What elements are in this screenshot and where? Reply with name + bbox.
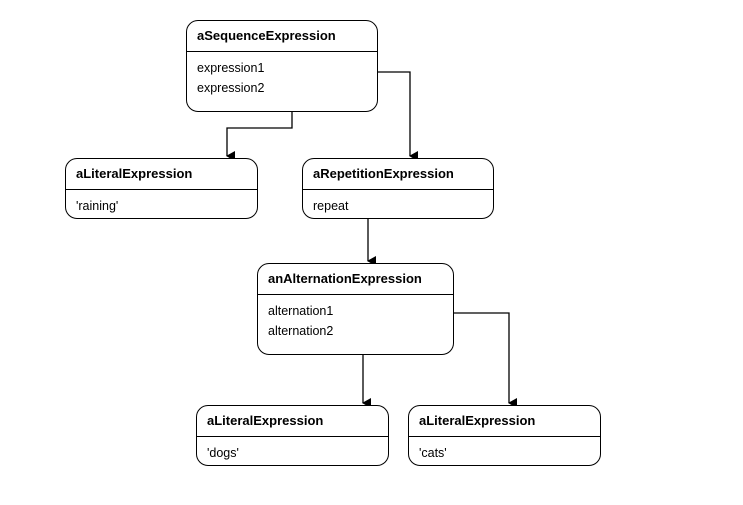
node-sequence-expression: aSequenceExpression expression1 expressi… <box>186 20 378 112</box>
node-title: anAlternationExpression <box>258 264 453 295</box>
node-title: aRepetitionExpression <box>303 159 493 190</box>
node-alternation-expression: anAlternationExpression alternation1 alt… <box>257 263 454 355</box>
field-literal-value: 'raining' <box>76 199 119 213</box>
node-title: aLiteralExpression <box>409 406 600 437</box>
node-literal-expression-raining: aLiteralExpression 'raining' <box>65 158 258 219</box>
field-alternation1: alternation1 <box>268 304 334 318</box>
field-expression1: expression1 <box>197 61 265 75</box>
field-literal-value: 'dogs' <box>207 446 239 460</box>
node-title: aLiteralExpression <box>66 159 257 190</box>
node-repetition-expression: aRepetitionExpression repeat <box>302 158 494 219</box>
field-alternation2: alternation2 <box>268 324 334 338</box>
field-repeat: repeat <box>313 199 349 213</box>
node-literal-expression-cats: aLiteralExpression 'cats' <box>408 405 601 466</box>
node-title: aLiteralExpression <box>197 406 388 437</box>
node-title: aSequenceExpression <box>187 21 377 52</box>
field-literal-value: 'cats' <box>419 446 447 460</box>
node-literal-expression-dogs: aLiteralExpression 'dogs' <box>196 405 389 466</box>
field-expression2: expression2 <box>197 81 265 95</box>
